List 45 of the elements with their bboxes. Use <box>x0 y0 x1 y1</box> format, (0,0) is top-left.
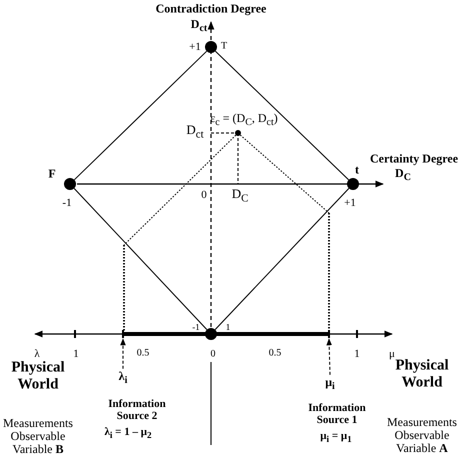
point-dot <box>205 328 217 340</box>
axis-label: D$_{ct}$ <box>190 18 208 34</box>
tick-label: -1 <box>192 323 200 333</box>
description: Measurements Observable Variable B <box>2 417 74 457</box>
source-title: Information Source 2 <box>107 398 167 422</box>
axis-label: D$_{C}$ <box>232 186 248 206</box>
lattice-edge <box>74 188 208 330</box>
axis-label: λ <box>34 348 40 360</box>
tick-label: +1 <box>344 196 356 210</box>
formula: λ$_{i}$ = 1 – μ$_{2}$ <box>104 426 152 440</box>
point-label: T <box>220 40 228 52</box>
heading: Physical World <box>394 358 450 390</box>
tick-label: -1 <box>62 196 72 210</box>
source-title: Information Source 1 <box>307 402 367 426</box>
variable-label: λ$_{i}$ <box>118 370 128 386</box>
description: Measurements Observable Variable A <box>386 416 458 456</box>
heading: Physical World <box>10 360 66 392</box>
lattice-edge <box>74 50 208 180</box>
tick-mark <box>328 330 330 338</box>
point-label: t <box>355 163 359 177</box>
leader-arrow <box>326 338 332 376</box>
leader-arrow <box>120 338 126 370</box>
tick-label: 1 <box>226 323 230 333</box>
lattice-edge <box>214 50 350 180</box>
tick-label: 0.5 <box>268 348 282 358</box>
tick-mark <box>122 330 124 338</box>
tick-label: +1 <box>189 40 201 54</box>
axis-label: μ <box>389 348 395 360</box>
point-dot <box>205 41 217 53</box>
tick-label: 1 <box>354 348 360 360</box>
lattice-edge <box>214 188 350 330</box>
point-dot <box>347 178 359 190</box>
tick-label: 0 <box>201 188 207 202</box>
axis-label: D$_{ct}$ <box>186 122 204 142</box>
tick-label: 0.5 <box>136 348 150 358</box>
axis-label: D$_{C}$ <box>395 166 411 184</box>
point-label: F <box>48 167 56 181</box>
tick-label: 1 <box>73 348 79 360</box>
point-dot <box>64 178 76 190</box>
axis-title: Certainty Degree <box>370 152 458 166</box>
axis-title: Contradiction Degree <box>156 2 266 16</box>
point-dot <box>235 130 241 136</box>
formula: μ$_{i}$ = μ$_{1}$ <box>320 430 352 444</box>
tick-label: 0 <box>210 348 216 360</box>
variable-label: μ$_{i}$ <box>325 376 335 392</box>
